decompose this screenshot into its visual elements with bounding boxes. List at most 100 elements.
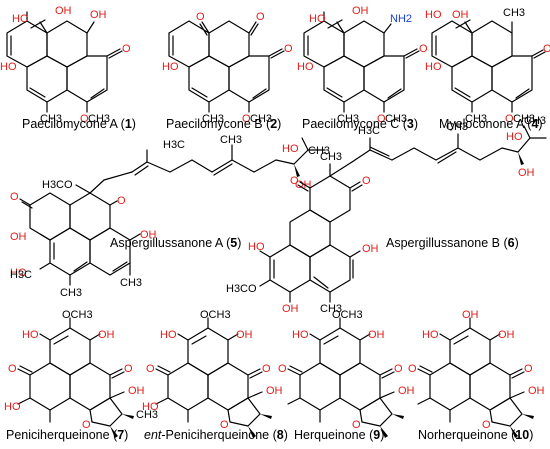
label-ch3: OCH3 <box>200 309 231 321</box>
label-o: O <box>394 363 403 375</box>
label-ch3: CH3 <box>120 277 142 289</box>
label-oh: OH <box>462 309 479 321</box>
label-o: O <box>543 43 550 55</box>
caption-compound-1: Paecilomycone A (1) <box>22 117 136 131</box>
structure-10-labels: OH HO OH O O OH O <box>408 309 545 431</box>
label-oh: OH <box>295 179 312 191</box>
label-ho: HO <box>0 61 17 73</box>
compound-number: 1 <box>124 117 132 131</box>
label-o: O <box>419 43 428 55</box>
caption-compound-10: Norherqueinone (10) <box>418 428 534 442</box>
label-ch3: CH3 <box>337 113 359 125</box>
label-o: O <box>505 113 514 125</box>
structure-1: OH OH HO HO O CH3 O CH3 <box>0 5 131 125</box>
compound-name: -Peniciherqueinone <box>161 428 270 442</box>
label-ch3: CH3 <box>88 113 110 125</box>
label-ch3: CH3 <box>503 7 525 19</box>
label-ho: HO <box>162 61 179 73</box>
compound-name: Aspergillussanone B <box>386 236 500 250</box>
label-o: O <box>146 363 155 375</box>
compound-name: Aspergillussanone A <box>110 236 223 250</box>
compound-number: 8 <box>276 428 284 442</box>
label-o: O <box>278 363 287 375</box>
label-o: O <box>124 363 133 375</box>
label-o: O <box>262 363 271 375</box>
label-oh: OH <box>498 329 515 341</box>
label-ch3: CH3 <box>320 303 342 315</box>
label-o: O <box>290 175 299 187</box>
label-o: O <box>482 419 491 431</box>
label-o: O <box>117 195 126 207</box>
label-h3co: H3CO <box>42 179 73 191</box>
structure-2: O O HO O CH3 O CH3 <box>162 11 293 125</box>
caption-compound-3: Paecilomycone C (3) <box>302 117 419 131</box>
label-o: O <box>122 43 131 55</box>
compound-number: 10 <box>515 428 530 442</box>
label-nh2: NH2 <box>390 13 412 25</box>
label-o: O <box>82 419 91 431</box>
compound-name: Norherqueinone <box>418 428 508 442</box>
label-o: O <box>284 43 293 55</box>
label-oh: OH <box>55 5 72 17</box>
caption-compound-6: Aspergillussanone B (6) <box>386 236 519 250</box>
label-ch3: H3C <box>358 125 380 137</box>
label-ho: HO <box>422 329 439 341</box>
label-oh: OH <box>398 385 415 397</box>
label-ho: HO <box>12 13 29 25</box>
label-o: O <box>362 175 371 187</box>
structure-5: H3C CH3 HO CH3 OH H3CO O O OH OH HO H3C … <box>10 134 330 299</box>
label-o: O <box>524 363 533 375</box>
label-oh: OH <box>10 231 27 243</box>
label-o: O <box>8 363 17 375</box>
structure-3: OH NH2 HO HO O CH3 O CH3 <box>297 5 428 125</box>
label-ch3: OCH3 <box>62 309 93 321</box>
compound-prefix: ent <box>144 428 162 442</box>
label-ch3: CH3 <box>202 113 224 125</box>
caption-compound-4: Myeloconone A (4) <box>439 117 543 131</box>
label-o: O <box>242 113 251 125</box>
label-h3c: H3C <box>10 269 32 281</box>
label-oh: OH <box>266 385 283 397</box>
caption-compound-5: Aspergillussanone A (5) <box>110 236 242 250</box>
label-ch3: CH3 <box>40 113 62 125</box>
label-oh: OH <box>140 229 157 241</box>
compound-name: Peniciherqueinone <box>6 428 110 442</box>
label-h3co: H3CO <box>226 283 257 295</box>
label-oh: HO <box>282 143 299 155</box>
label-o: O <box>408 363 417 375</box>
caption-compound-7: Peniciherqueinone (7) <box>6 428 129 442</box>
compound-number: 3 <box>406 117 414 131</box>
label-ho: HO <box>10 267 27 279</box>
label-o: O <box>377 113 386 125</box>
structure-8-labels: OCH3 HO OH O O OH HO O <box>142 309 283 431</box>
caption-compound-8: ent-Peniciherqueinone (8) <box>144 428 288 442</box>
label-ho: HO <box>292 329 309 341</box>
caption-compound-9: Herqueinone (9) <box>294 428 385 442</box>
label-oh: OH <box>236 329 253 341</box>
label-ch3: CH3 <box>220 134 242 146</box>
label-ch3: CH3 <box>465 113 487 125</box>
compound-name: Myeloconone A <box>439 117 524 131</box>
label-oh: OH <box>362 243 379 255</box>
compound-name: Paecilomycone C <box>302 117 400 131</box>
compound-number: 4 <box>531 117 539 131</box>
label-ch3: CH3 <box>385 113 407 125</box>
label-oh: HO <box>248 241 265 253</box>
label-ho: HO <box>425 61 442 73</box>
label-ch3: CH3 <box>308 145 330 157</box>
label-ch3: CH3 <box>513 113 535 125</box>
label-ch3: CH3 <box>60 287 82 299</box>
label-o: O <box>352 419 361 431</box>
structure-4: HO OH CH3 HO O CH3 O CH3 <box>425 7 550 125</box>
label-ch3: CH3 <box>136 409 158 421</box>
label-ho: HO <box>4 401 21 413</box>
label-ch3: CH3 <box>320 151 342 163</box>
compound-name: Herqueinone <box>294 428 366 442</box>
compound-number: 5 <box>230 236 238 250</box>
label-ch3: H3C <box>163 139 185 151</box>
compound-name: Paecilomycone B <box>166 117 263 131</box>
structure-7 <box>17 317 134 438</box>
label-ho: HO <box>142 401 159 413</box>
compound-number: 7 <box>117 428 125 442</box>
label-oh: HO <box>425 9 442 21</box>
